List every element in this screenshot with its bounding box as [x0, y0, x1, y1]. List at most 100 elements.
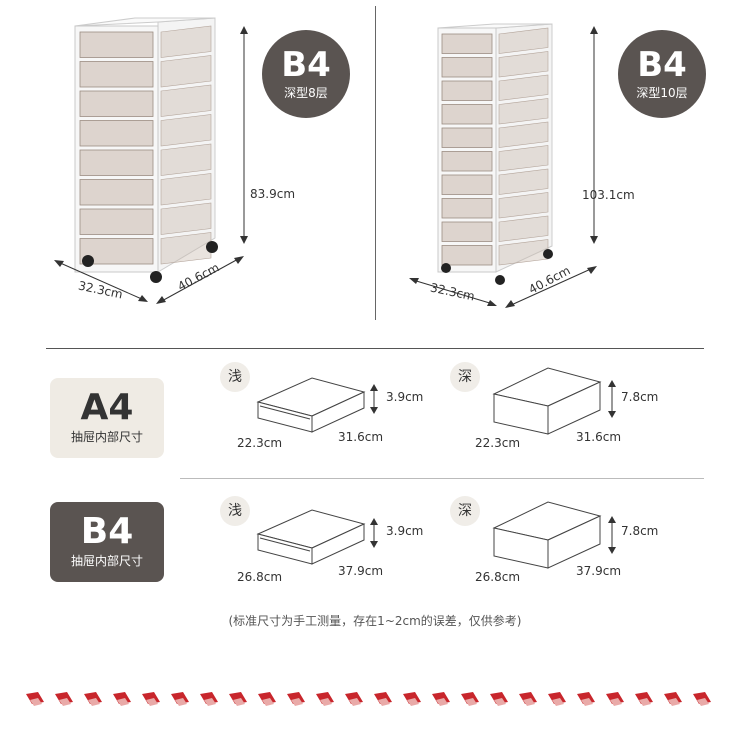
cart-drawer-side: [498, 121, 549, 148]
ribbon-shade: [610, 698, 622, 706]
a4-badge: A4 抽屉内部尺寸: [50, 378, 164, 458]
b4-badge-caption: 抽屉内部尺寸: [70, 554, 143, 568]
cart-8-height-label: 83.9cm: [250, 187, 296, 201]
ribbon-shade: [30, 698, 42, 706]
cart-drawer: [441, 151, 493, 172]
cart-drawer-side: [498, 27, 549, 54]
ribbon-shade: [146, 698, 158, 706]
cart-drawer: [79, 149, 154, 176]
cart-10-base-arrows: [409, 266, 597, 308]
cart-drawer-side: [498, 192, 549, 219]
a4-shallow-height: 3.9cm: [386, 390, 424, 404]
decorative-ribbon-border: [26, 692, 711, 706]
ribbon-shade: [175, 698, 187, 706]
cart-drawer: [79, 90, 154, 117]
a4-shallow-depth: 31.6cm: [338, 430, 384, 444]
a4-deep-tag: 深: [450, 362, 480, 392]
a4-shallow-drawer-diagram: [256, 377, 378, 433]
cart-drawer: [441, 127, 493, 148]
a4-deep-drawer-diagram: [492, 367, 616, 435]
cart-10-height-arrow: [590, 26, 598, 244]
cart-drawer: [79, 120, 154, 147]
top-vertical-divider: [375, 6, 376, 320]
cart-8-badge: B4 深型8层: [262, 30, 350, 118]
ribbon-shade: [639, 698, 651, 706]
ribbon-shade: [291, 698, 303, 706]
ribbon-shade: [349, 698, 361, 706]
b4-shallow-width: 26.8cm: [237, 570, 283, 584]
b4-shallow-tag: 浅: [220, 496, 250, 526]
section-divider: [46, 348, 704, 349]
cart-drawer: [441, 104, 493, 125]
a4-badge-caption: 抽屉内部尺寸: [70, 430, 143, 444]
cart-drawer-side: [498, 145, 549, 172]
cart-8-tier-illustration: [74, 17, 218, 283]
cart-drawer: [441, 57, 493, 78]
ribbon-shade: [204, 698, 216, 706]
measurement-note: (标准尺寸为手工测量，存在1~2cm的误差，仅供参考): [228, 614, 522, 628]
ribbon-shade: [523, 698, 535, 706]
ribbon-shade: [88, 698, 100, 706]
ribbon-shade: [581, 698, 593, 706]
cart-drawer: [79, 31, 154, 58]
cart-10-badge-code: B4: [637, 45, 687, 85]
cart-drawer-side: [160, 232, 212, 265]
cart-8-badge-code: B4: [281, 45, 331, 85]
b4-badge: B4 抽屉内部尺寸: [50, 502, 164, 582]
ribbon-shade: [494, 698, 506, 706]
b4-badge-size: B4: [80, 511, 134, 552]
cart-drawer: [441, 198, 493, 219]
cart-drawer-side: [498, 215, 549, 242]
ribbon-shade: [117, 698, 129, 706]
cart-10-badge-type: 深型10层: [636, 86, 688, 100]
ribbon-shade: [233, 698, 245, 706]
ribbon-shade: [407, 698, 419, 706]
cart-8-height-arrow: [240, 26, 248, 244]
cart-drawer-side: [498, 51, 549, 78]
ribbon-shade: [59, 698, 71, 706]
b4-deep-tag: 深: [450, 496, 480, 526]
cart-drawer-side: [498, 98, 549, 125]
ribbon-shade: [436, 698, 448, 706]
cart-drawer: [441, 245, 493, 266]
cart-drawer-side: [160, 202, 212, 235]
b4-shallow-height: 3.9cm: [386, 524, 424, 538]
cart-10-tier-illustration: [437, 23, 553, 285]
cart-drawer: [441, 80, 493, 101]
cart-drawer-side: [498, 168, 549, 195]
ribbon-shade: [262, 698, 274, 706]
ribbon-shade: [668, 698, 680, 706]
cart-drawer: [79, 208, 154, 235]
drawer-sections-divider: [180, 478, 704, 479]
a4-shallow-tag: 浅: [220, 362, 250, 392]
cart-drawer-side: [498, 74, 549, 101]
b4-deep-width: 26.8cm: [475, 570, 521, 584]
b4-shallow-depth: 37.9cm: [338, 564, 384, 578]
b4-deep-depth: 37.9cm: [576, 564, 622, 578]
a4-badge-size: A4: [80, 387, 134, 428]
a4-deep-height: 7.8cm: [621, 390, 659, 404]
ribbon-shade: [378, 698, 390, 706]
cart-drawer-side: [160, 84, 212, 117]
cart-drawer: [79, 61, 154, 88]
cart-drawer-side: [160, 55, 212, 88]
cart-drawer: [441, 33, 493, 54]
cart-drawer: [441, 221, 493, 242]
a4-deep-depth: 31.6cm: [576, 430, 622, 444]
b4-deep-height: 7.8cm: [621, 524, 659, 538]
a4-deep-width: 22.3cm: [475, 436, 521, 450]
cart-10-badge: B4 深型10层: [618, 30, 706, 118]
cart-drawer-side: [160, 173, 212, 206]
cart-drawer-side: [160, 143, 212, 176]
ribbon-shade: [697, 698, 709, 706]
cart-10-height-label: 103.1cm: [582, 188, 635, 202]
cart-drawer: [79, 179, 154, 206]
cart-drawer-side: [160, 114, 212, 147]
ribbon-shade: [552, 698, 564, 706]
b4-deep-drawer-diagram: [492, 501, 616, 569]
cart-8-base-arrows: [54, 256, 244, 304]
cart-8-badge-type: 深型8层: [284, 86, 328, 100]
b4-shallow-drawer-diagram: [256, 509, 378, 565]
cart-drawer-side: [160, 25, 212, 58]
a4-shallow-width: 22.3cm: [237, 436, 283, 450]
